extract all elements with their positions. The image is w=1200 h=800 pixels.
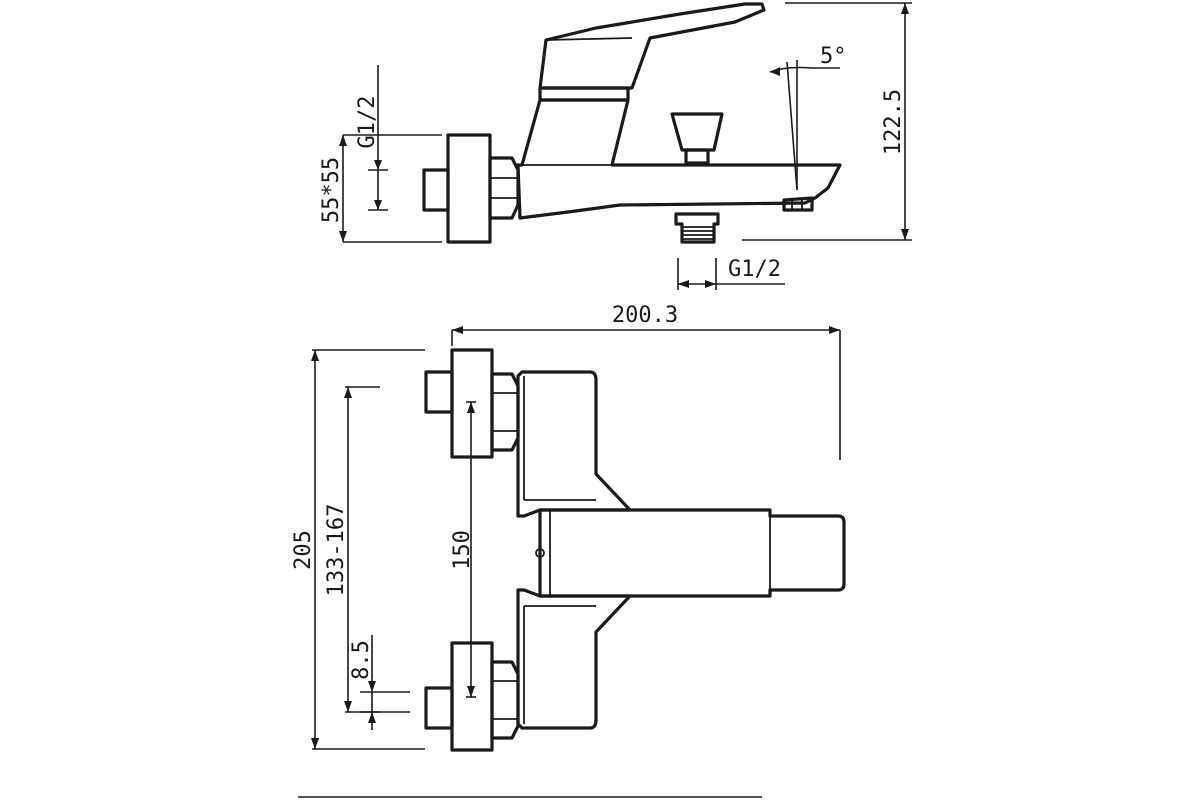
side-outlet-thread	[674, 212, 720, 244]
label-spout-angle: 5°	[820, 44, 847, 69]
label-center-distance: 150	[450, 530, 475, 570]
top-spout	[538, 508, 846, 598]
label-offset: 8.5	[349, 640, 374, 680]
side-aerator	[782, 196, 814, 212]
label-outlet-thread: G1/2	[728, 257, 781, 282]
side-inlet-stub	[422, 168, 450, 212]
top-upper-flange	[450, 348, 494, 459]
side-view: G1/2 55*55 122.5 5° G1/2	[319, 2, 912, 290]
top-view: 200.3 205 133-167 150 8.5	[291, 303, 846, 752]
side-diverter-knob	[670, 112, 724, 152]
side-hex-nut	[488, 156, 520, 220]
label-overall-length: 200.3	[612, 303, 678, 328]
label-flange-size: 55*55	[319, 157, 344, 223]
top-spout-pin	[535, 548, 545, 558]
label-overall-height: 122.5	[881, 89, 906, 155]
label-overall-width: 205	[291, 530, 316, 570]
top-lower-body	[516, 588, 632, 730]
side-handle-base	[538, 86, 630, 102]
side-lever-handle	[538, 2, 766, 90]
side-faucet-body	[516, 98, 842, 220]
top-upper-body	[516, 370, 632, 518]
label-side-inlet-thread: G1/2	[355, 96, 380, 149]
label-center-range: 133-167	[324, 504, 349, 597]
side-wall-flange	[446, 133, 492, 244]
